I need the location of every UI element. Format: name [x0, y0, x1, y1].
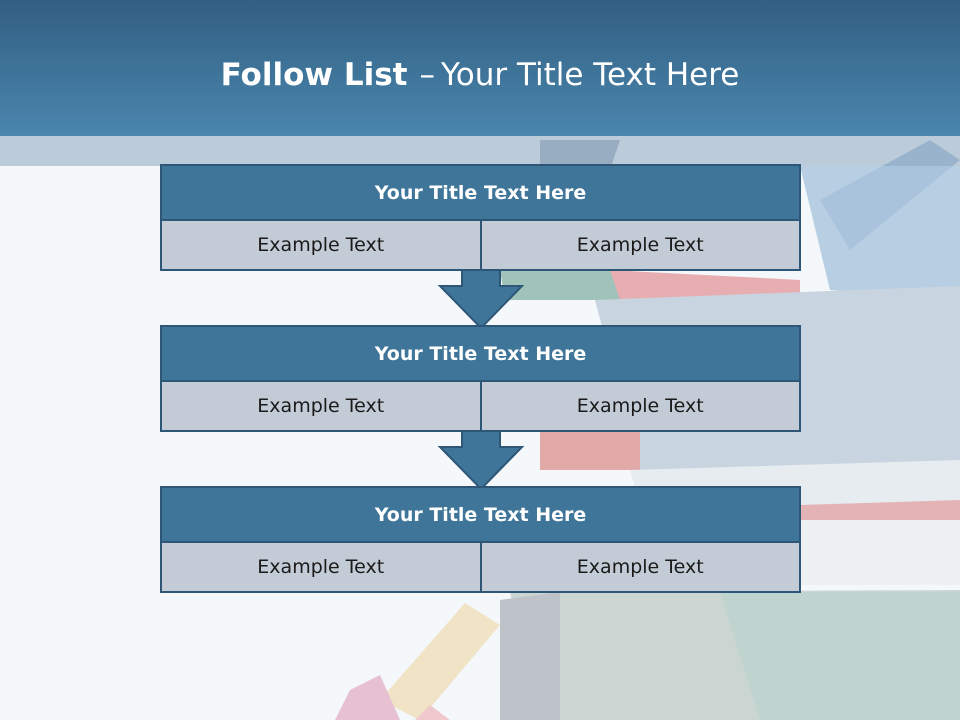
block-row: Example Text Example Text	[160, 543, 801, 593]
block-cell-right[interactable]: Example Text	[481, 221, 801, 271]
block-cell-right[interactable]: Example Text	[481, 543, 801, 593]
list-block-3[interactable]: Your Title Text Here Example Text Exampl…	[160, 486, 801, 593]
block-title[interactable]: Your Title Text Here	[160, 486, 801, 543]
block-row: Example Text Example Text	[160, 221, 801, 271]
down-arrow-icon	[437, 270, 525, 330]
block-cell-left[interactable]: Example Text	[160, 543, 482, 593]
block-cell-right[interactable]: Example Text	[481, 382, 801, 432]
down-arrow-icon	[437, 431, 525, 491]
block-cell-left[interactable]: Example Text	[160, 382, 482, 432]
block-title[interactable]: Your Title Text Here	[160, 164, 801, 221]
list-block-2[interactable]: Your Title Text Here Example Text Exampl…	[160, 325, 801, 432]
block-row: Example Text Example Text	[160, 382, 801, 432]
title-rest-text: Your Title Text Here	[440, 57, 740, 93]
list-block-1[interactable]: Your Title Text Here Example Text Exampl…	[160, 164, 801, 271]
block-cell-left[interactable]: Example Text	[160, 221, 482, 271]
slide-title: Follow List–Your Title Text Here	[0, 54, 960, 96]
title-bar-shadow-strip	[0, 136, 960, 166]
block-title[interactable]: Your Title Text Here	[160, 325, 801, 382]
title-bold-text: Follow List	[220, 57, 408, 93]
title-dash: –	[419, 57, 435, 93]
title-bar	[0, 0, 960, 136]
